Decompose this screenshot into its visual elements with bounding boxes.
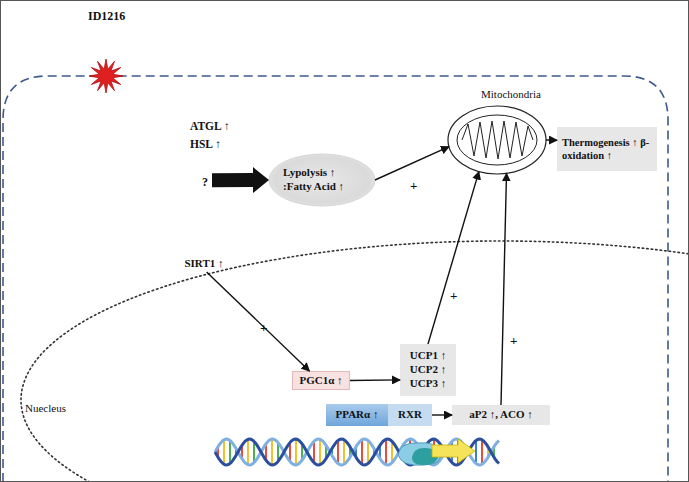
node-text: PGC1α ↑ [299,374,342,388]
base-pair [223,440,225,464]
cristae [462,121,533,159]
base-pair [229,440,231,463]
node-text: Mitochondria [481,88,541,102]
node-text: aP2 ↑, ACO ↑ [469,408,533,422]
base-pair [271,439,273,465]
base-pair [367,440,369,463]
node-text: RXR [398,408,422,422]
arrow-connector [207,272,310,371]
node-text: PPARα ↑ [336,408,379,422]
node-text: UCP1 ↑ UCP2 ↑ UCP3 ↑ [402,349,454,390]
cell-membrane [3,76,668,482]
node-shape [21,241,689,482]
edge-label: + [260,320,267,336]
annotation-label: HSL ↑ [190,138,221,150]
arrow-connector [432,414,452,415]
base-pair [343,440,345,464]
inner-membrane [457,115,537,165]
base-pair [361,440,363,464]
node-outline [447,105,547,175]
base-pair [475,440,477,463]
mitochondria-oval: Mitochondria [447,105,547,175]
node-shape [269,154,375,206]
arrow-connector [375,147,449,180]
base-pair [295,439,297,465]
rxr-box: RXR [388,404,432,426]
drug-star [89,59,123,93]
edge-label: + [510,333,517,349]
sirt1-text: SIRT1 ↑ [178,256,230,272]
arrow-connector [546,139,557,141]
annotation-label: ATGL ↑ [190,120,230,132]
node-shape [448,106,546,174]
edge-label: + [450,288,457,304]
node-text: SIRT1 ↑ [184,257,223,271]
arrow-connector [428,172,479,344]
annotation-label: ID1216 [88,9,125,24]
ap2-aco-box: aP2 ↑, ACO ↑ [452,405,550,425]
dna-strand [215,439,499,465]
star-shape [89,59,123,93]
pgc1a-box: PGC1α ↑ [292,371,350,390]
outcome-box: Thermogenesis ↑ β-oxidation ↑ [557,127,657,171]
node-text: ? [202,175,208,190]
nucleus-ellipse: Nuecleus PGC1α ↑ UCP1 ↑ UCP2 ↑ UCP3 ↑ PPARα… [20,240,689,482]
transcription-arrow [432,439,475,463]
node-text: Lypolysis ↑ :Fatty Acid ↑ [283,166,361,194]
node-text: Thermogenesis ↑ β-oxidation ↑ [562,136,652,162]
dna-helix [215,439,499,465]
dna-strand [215,439,499,465]
base-pair [337,440,339,463]
base-pair [385,439,387,464]
node-text: Nuecleus [25,402,66,416]
edge-label: + [410,178,417,194]
arrow-connector [350,379,400,381]
ppara-box: PPARα ↑ [326,404,388,426]
node-outline [20,240,689,482]
arrow-connector [501,173,507,405]
base-pair [481,440,483,464]
lipolysis-ellipse: Lypolysis ↑ :Fatty Acid ↑ [268,153,376,207]
base-pair [319,439,321,464]
block-arrow [212,167,269,193]
unknown-factor: ? [198,173,212,191]
ucp-box: UCP1 ↑ UCP2 ↑ UCP3 ↑ [400,344,456,396]
base-pair [247,439,249,464]
